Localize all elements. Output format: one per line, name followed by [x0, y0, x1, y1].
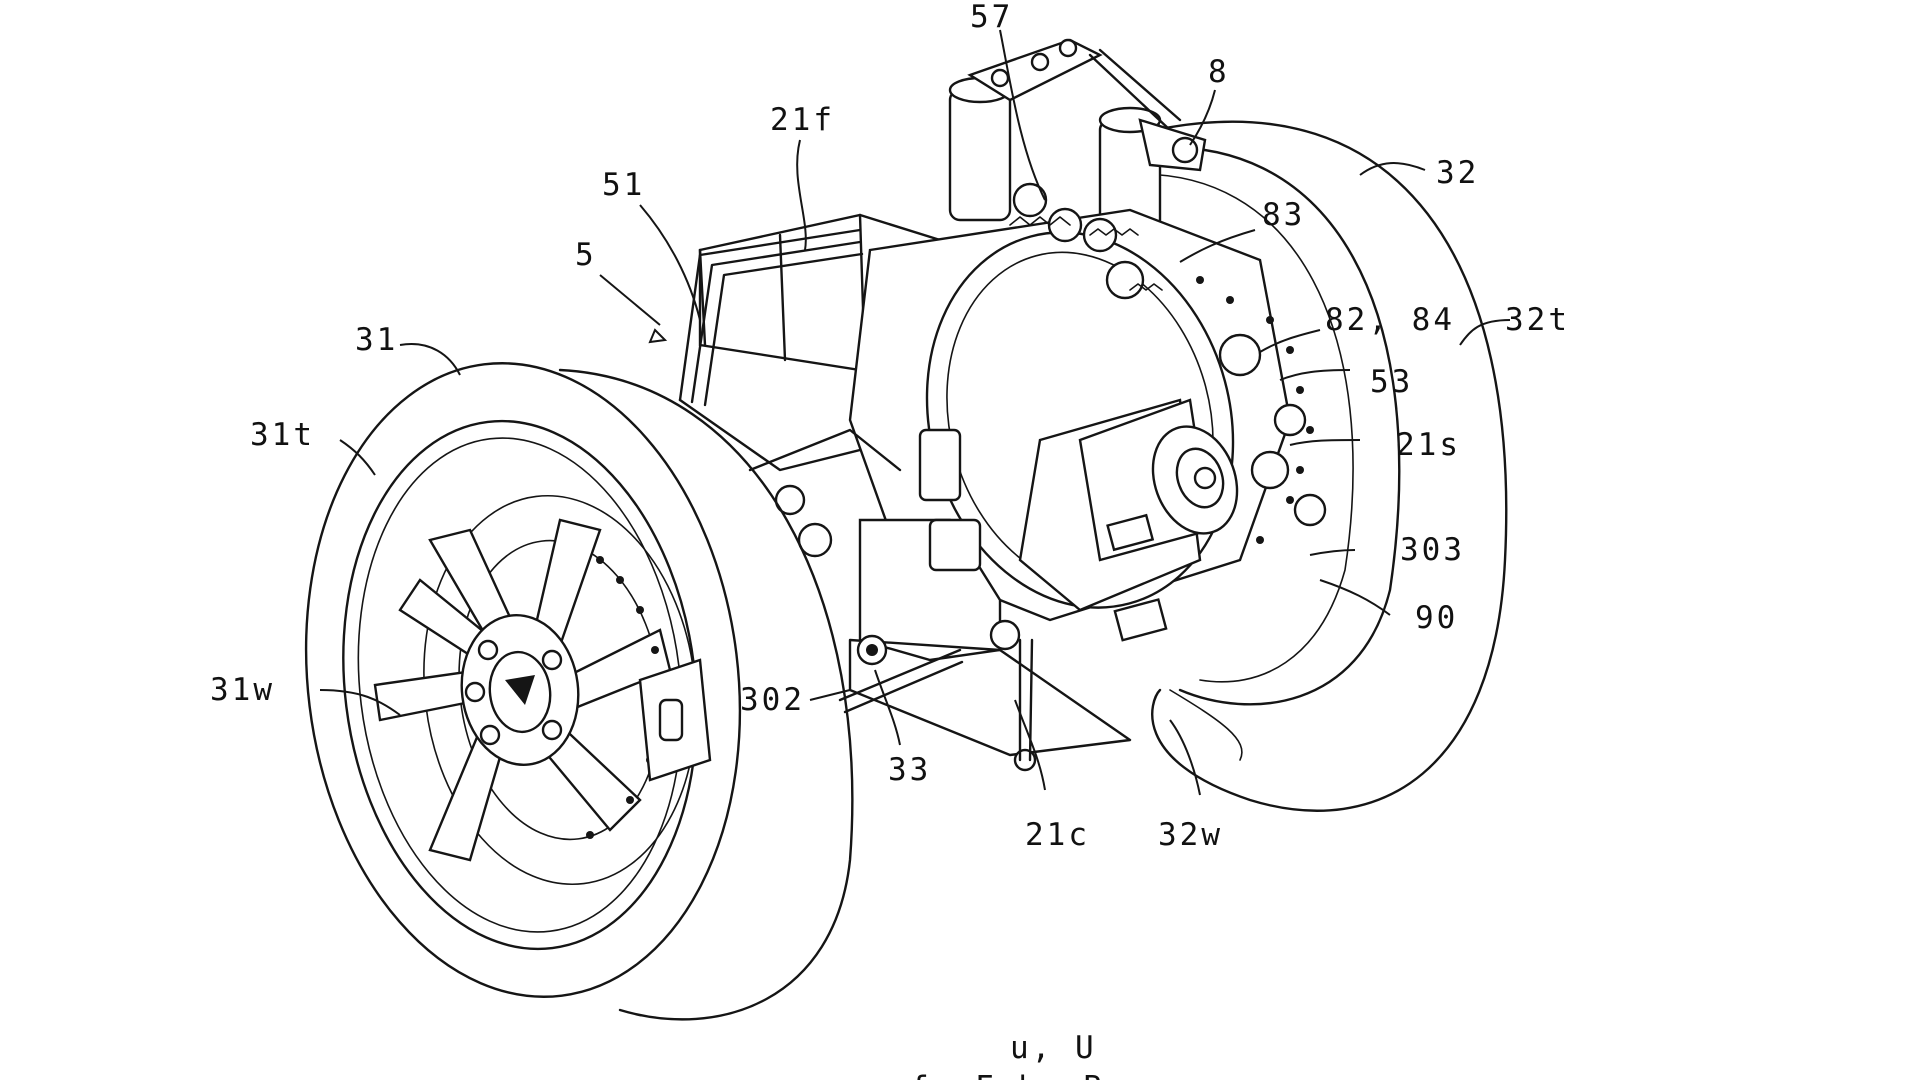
- label-5: 5: [575, 237, 597, 273]
- label-31: 31: [355, 322, 398, 358]
- label-33: 33: [888, 752, 931, 788]
- label-32t: 32t: [1505, 302, 1570, 338]
- label-8: 8: [1208, 54, 1230, 90]
- label-32w: 32w: [1158, 817, 1223, 853]
- label-53: 53: [1370, 364, 1413, 400]
- left-wheel-31: [271, 338, 852, 1022]
- label-31w: 31w: [210, 672, 275, 708]
- label-57: 57: [970, 0, 1013, 35]
- frame-body: [680, 40, 1325, 770]
- label-32: 32: [1436, 155, 1479, 191]
- label-303: 303: [1400, 532, 1465, 568]
- label-21f: 21f: [770, 102, 835, 138]
- label-21c: 21c: [1025, 817, 1090, 853]
- label-direction-up: u, U: [1010, 1030, 1097, 1066]
- label-83: 83: [1262, 197, 1305, 233]
- label-90: 90: [1415, 600, 1458, 636]
- label-51: 51: [602, 167, 645, 203]
- label-82-84: 82, 84: [1325, 302, 1455, 338]
- label-21s: 21s: [1396, 427, 1461, 463]
- label-direction-front-back: f, F b, B: [910, 1070, 1105, 1080]
- label-31t: 31t: [250, 417, 315, 453]
- label-302: 302: [740, 682, 805, 718]
